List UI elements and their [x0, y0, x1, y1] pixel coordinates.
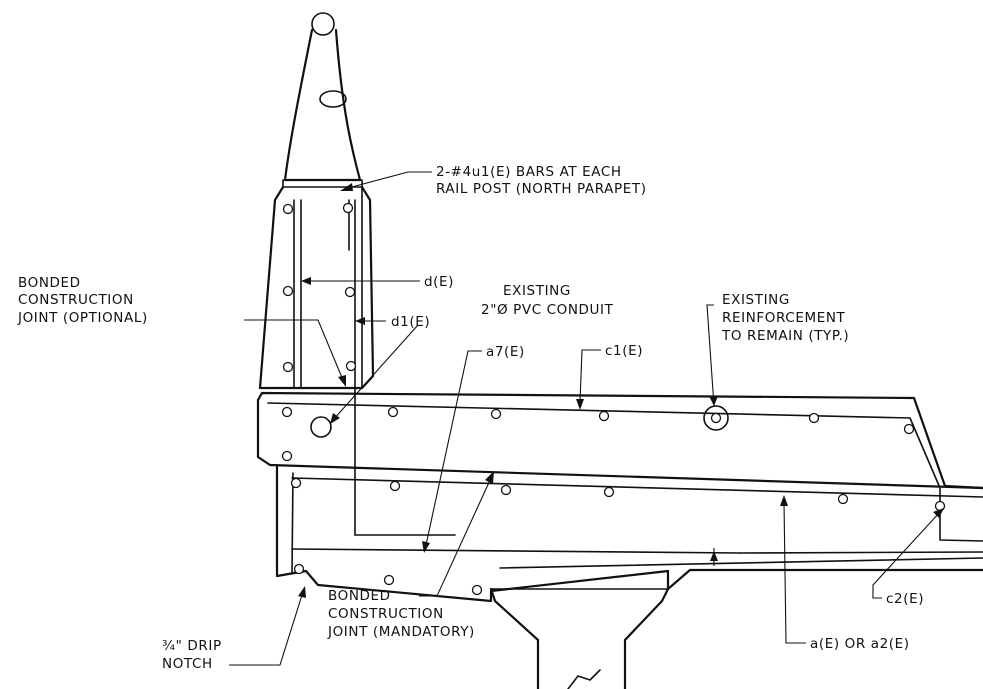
- bar-d1-label: d1(E): [391, 314, 430, 330]
- drip-notch-label-1: ¾" DRIP: [162, 638, 222, 654]
- rail-post-bars-label-1: 2-#4u1(E) BARS AT EACH: [436, 164, 622, 180]
- deck-slab-outline: [256, 391, 983, 603]
- conduit-label-2: 2"Ø PVC CONDUIT: [481, 302, 614, 318]
- bonded-joint-mandatory-label-1: BONDED: [328, 588, 391, 604]
- leader-lines: [229, 171, 944, 666]
- drip-notch-label-2: NOTCH: [162, 656, 213, 672]
- bonded-joint-optional-label-1: BONDED: [18, 275, 81, 291]
- parapet-outline: [258, 185, 375, 390]
- existing-reinforcement-label-3: TO REMAIN (TYP.): [721, 328, 849, 344]
- existing-reinforcement-symbol: [703, 405, 729, 431]
- bonded-joint-mandatory-label-2: CONSTRUCTION: [328, 606, 444, 622]
- bonded-joint-optional-label-3: JOINT (OPTIONAL): [17, 310, 148, 326]
- bar-a7-label: a7(E): [486, 344, 525, 360]
- bar-d-label: d(E): [424, 274, 454, 290]
- existing-reinforcement-label-1: EXISTING: [722, 292, 790, 308]
- bar-a-label: a(E) OR a2(E): [810, 636, 910, 652]
- reinforcement-lines: [267, 199, 983, 569]
- girder-outline: [489, 587, 670, 689]
- conduit-label-1: EXISTING: [503, 283, 571, 299]
- bonded-joint-mandatory-label-3: JOINT (MANDATORY): [327, 624, 475, 640]
- bonded-joint-optional-label-2: CONSTRUCTION: [18, 292, 134, 308]
- bar-c1-label: c1(E): [605, 343, 643, 359]
- existing-reinforcement-label-2: REINFORCEMENT: [722, 310, 846, 326]
- steel-rail-post: [282, 12, 363, 188]
- annotation-labels: 2-#4u1(E) BARS AT EACH RAIL POST (NORTH …: [17, 164, 924, 672]
- rail-post-bars-label-2: RAIL POST (NORTH PARAPET): [436, 181, 647, 197]
- reinforcement-bar-sections: [281, 202, 946, 596]
- bar-c2-label: c2(E): [886, 591, 924, 607]
- pvc-conduit: [310, 416, 332, 438]
